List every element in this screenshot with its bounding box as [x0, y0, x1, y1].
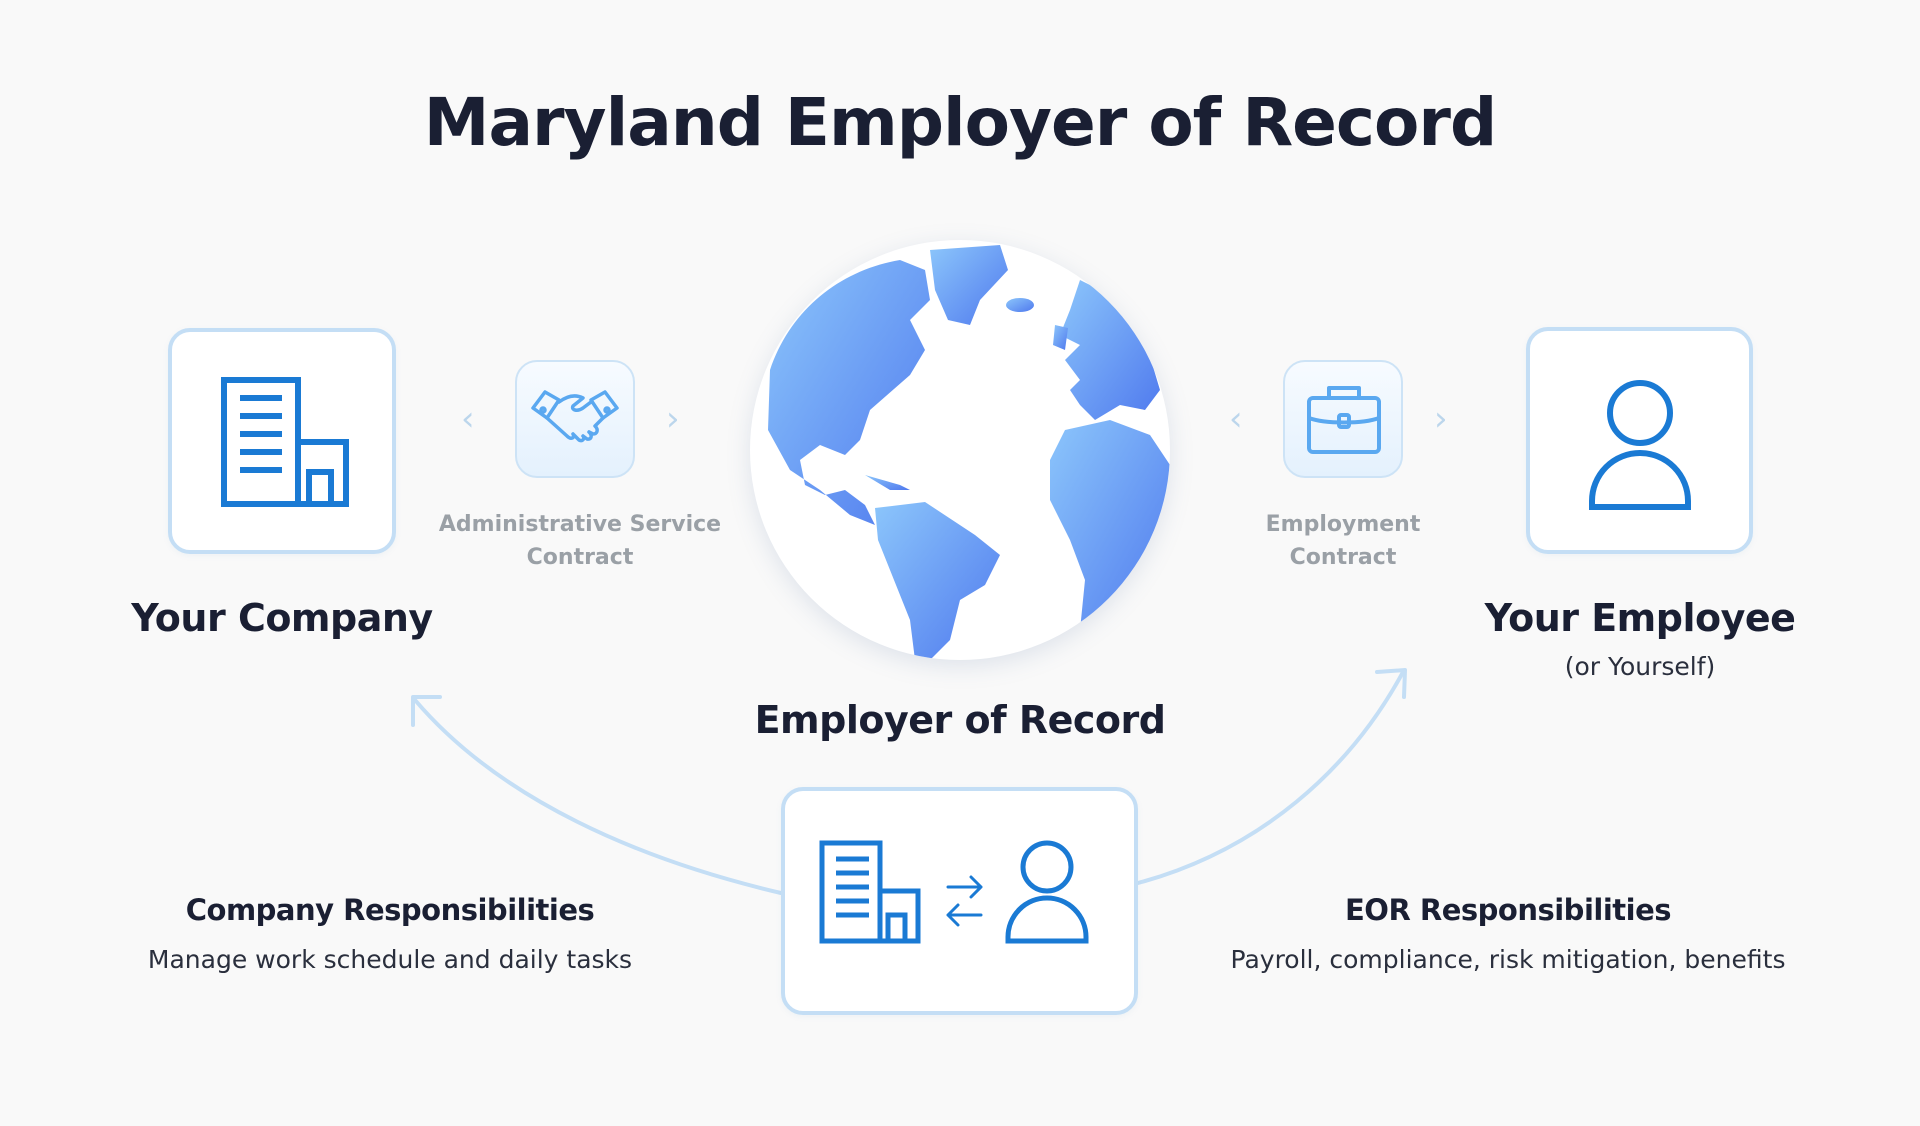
building-icon: [221, 377, 349, 507]
chevron-right-icon: ›: [666, 399, 680, 439]
employment-contract-line1: Employment: [1265, 512, 1421, 537]
swap-arrows-icon: [946, 875, 983, 927]
employment-contract-label: Employment Contract: [1193, 508, 1493, 574]
handshake-icon: [531, 390, 619, 443]
eor-relationship-card: [781, 787, 1138, 1015]
briefcase-tile: [1283, 360, 1403, 478]
employee-label: Your Employee: [1484, 596, 1796, 640]
chevron-left-icon: ‹: [461, 399, 475, 439]
chevron-right-icon-2: ›: [1434, 399, 1448, 439]
eor-label: Employer of Record: [754, 698, 1166, 742]
employee-sublabel: (or Yourself): [1564, 652, 1716, 681]
company-employee-exchange-icon: [819, 840, 1089, 944]
page-title: Maryland Employer of Record: [423, 84, 1497, 161]
admin-contract-line1: Administrative Service: [438, 512, 722, 537]
person-icon: [1589, 380, 1691, 510]
company-responsibilities-desc: Manage work schedule and daily tasks: [147, 945, 633, 974]
chevron-left-icon-2: ‹: [1229, 399, 1243, 439]
eor-responsibilities-desc: Payroll, compliance, risk mitigation, be…: [1230, 945, 1786, 974]
employee-card: [1526, 327, 1753, 554]
employment-contract-line2: Contract: [1289, 545, 1397, 570]
briefcase-icon: [1307, 386, 1381, 454]
handshake-tile: [515, 360, 635, 478]
company-responsibilities-title: Company Responsibilities: [185, 893, 595, 927]
admin-contract-label: Administrative Service Contract: [420, 508, 740, 574]
arrow-to-company: [413, 698, 783, 895]
eor-responsibilities-title: EOR Responsibilities: [1345, 893, 1672, 927]
company-label: Your Company: [131, 596, 433, 640]
company-card: [168, 328, 396, 554]
arrow-to-employee: [1136, 670, 1405, 885]
admin-contract-line2: Contract: [526, 545, 634, 570]
globe: [750, 240, 1170, 660]
globe-icon: [768, 245, 1170, 660]
